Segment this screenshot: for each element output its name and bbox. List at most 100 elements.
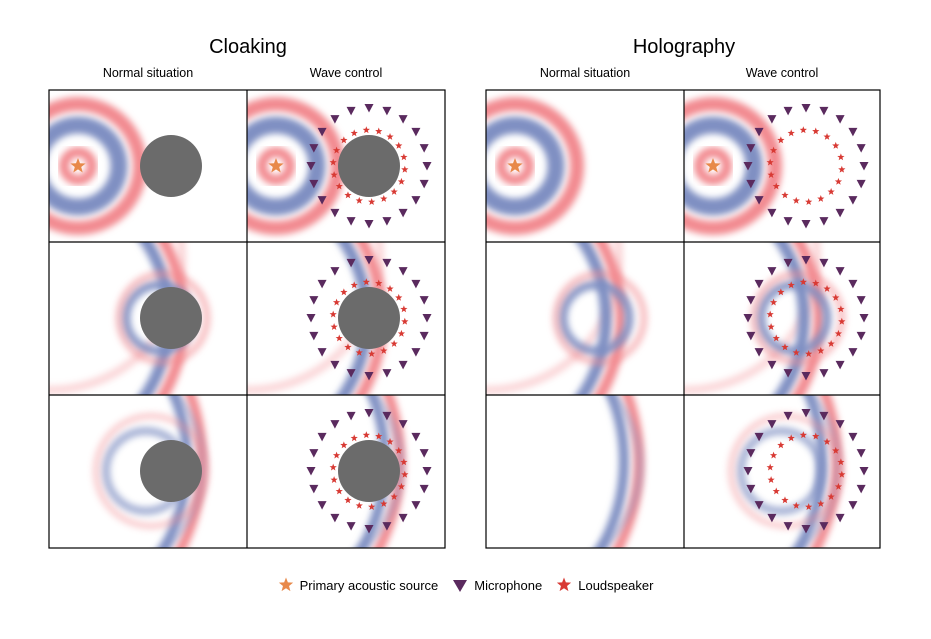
- microphone-icon: [419, 144, 429, 153]
- microphone-icon: [801, 256, 811, 265]
- loudspeaker-icon: [805, 503, 813, 510]
- microphone-icon: [309, 449, 319, 458]
- panel-c2-r1: [486, 242, 684, 395]
- cloaking-title: Cloaking: [209, 36, 287, 58]
- microphone-icon: [859, 467, 869, 476]
- loudspeaker-icon: [368, 503, 376, 510]
- microphone-icon: [754, 127, 764, 137]
- microphone-icon: [856, 179, 866, 189]
- panel-c2-r0: [486, 90, 684, 242]
- wave-negative-ring: [773, 242, 810, 395]
- loudspeaker-icon: [772, 487, 780, 495]
- loudspeaker-icon: [340, 441, 348, 449]
- loudspeaker-icon: [344, 191, 352, 199]
- down-triangle-icon: [453, 580, 468, 592]
- microphone-icon: [835, 115, 845, 124]
- loudspeaker-icon: [769, 451, 778, 459]
- loudspeaker-icon: [344, 496, 352, 504]
- legend-item-loudspeaker: Loudspeaker: [556, 577, 653, 593]
- microphone-icon: [309, 484, 319, 494]
- microphone-icon: [835, 420, 845, 429]
- loudspeaker-icon: [401, 317, 409, 325]
- loudspeaker-icon: [837, 305, 845, 313]
- loudspeaker-icon: [823, 437, 831, 445]
- microphone-icon: [419, 484, 429, 494]
- microphone-icon: [306, 467, 316, 476]
- microphone-icon: [801, 104, 811, 113]
- holography-title: Holography: [632, 36, 736, 58]
- loudspeaker-icon: [767, 476, 775, 483]
- loudspeaker-icon: [817, 347, 825, 354]
- loudspeaker-icon: [330, 323, 338, 330]
- microphone-icon: [364, 256, 374, 265]
- panel-c0-r2: [49, 395, 247, 548]
- wave-negative-ring: [247, 116, 326, 216]
- microphone-icon: [309, 331, 319, 341]
- panel-c1-r0: [247, 90, 445, 242]
- microphone-icon: [783, 411, 793, 421]
- microphone-icon: [419, 296, 429, 305]
- legend: Primary acoustic source Microphone Louds…: [0, 573, 931, 597]
- loudspeaker-icon: [375, 432, 383, 440]
- source-star-icon: [507, 158, 523, 173]
- microphone-icon: [783, 106, 793, 116]
- legend-label-microphone: Microphone: [474, 577, 543, 593]
- microphone-icon: [398, 360, 408, 370]
- microphone-icon: [848, 196, 858, 205]
- loudspeaker-icon: [787, 434, 795, 442]
- microphone-icon: [346, 522, 356, 531]
- microphone-icon: [382, 258, 392, 268]
- legend-item-source: Primary acoustic source: [278, 577, 438, 593]
- loudspeaker-icon: [766, 158, 774, 166]
- loudspeaker-icon: [805, 350, 813, 357]
- microphone-icon: [411, 196, 421, 205]
- loudspeaker-icon: [355, 501, 363, 509]
- microphone-icon: [317, 279, 327, 289]
- cloaking-col-control-title: Wave control: [309, 66, 383, 80]
- loudspeaker-icon: [395, 293, 403, 301]
- loudspeaker-icon: [401, 470, 409, 478]
- microphone-icon: [346, 106, 356, 116]
- loudspeaker-icon: [355, 348, 363, 356]
- microphone-icon: [330, 360, 340, 370]
- loudspeaker-icon: [767, 171, 775, 178]
- wave-core-ring: [694, 147, 732, 185]
- loudspeaker-icon: [335, 487, 343, 495]
- microphone-icon: [746, 484, 756, 494]
- microphone-icon: [767, 420, 777, 429]
- holographic-wave-ring: [756, 280, 832, 356]
- microphone-icon: [767, 115, 777, 124]
- loudspeaker-icon: [787, 129, 795, 137]
- microphone-icon: [754, 279, 764, 289]
- loudspeaker-icon: [386, 132, 394, 140]
- microphone-icon: [422, 314, 432, 323]
- microphone-icon: [364, 525, 374, 534]
- microphone-icon: [382, 369, 392, 378]
- loudspeaker-icon: [832, 141, 840, 149]
- obstacle: [140, 287, 202, 349]
- loudspeaker-icon: [380, 500, 388, 507]
- loudspeaker-icon: [787, 281, 795, 289]
- loudspeaker-icon: [769, 298, 778, 306]
- scattered-wave-ring: [115, 270, 211, 366]
- wave-positive-ring: [792, 242, 825, 395]
- microphone-icon: [317, 432, 327, 442]
- microphone-icon: [767, 267, 777, 276]
- microphone-icon: [856, 144, 866, 153]
- loudspeaker-icon: [837, 458, 845, 466]
- microphone-icon: [346, 369, 356, 378]
- microphone-icon: [382, 411, 392, 421]
- microphone-icon: [835, 513, 845, 523]
- loudspeaker-icon: [332, 146, 341, 154]
- loudspeaker-icon: [375, 127, 383, 135]
- loudspeaker-icon: [772, 334, 780, 342]
- microphone-icon: [317, 501, 327, 510]
- loudspeaker-icon: [777, 136, 785, 144]
- loudspeaker-icon: [766, 310, 774, 318]
- microphone-icon: [398, 267, 408, 276]
- microphone-icon: [309, 296, 319, 305]
- loudspeaker-icon: [827, 492, 835, 500]
- microphone-icon: [306, 162, 316, 171]
- loudspeaker-icon: [362, 431, 370, 439]
- microphone-icon: [419, 331, 429, 341]
